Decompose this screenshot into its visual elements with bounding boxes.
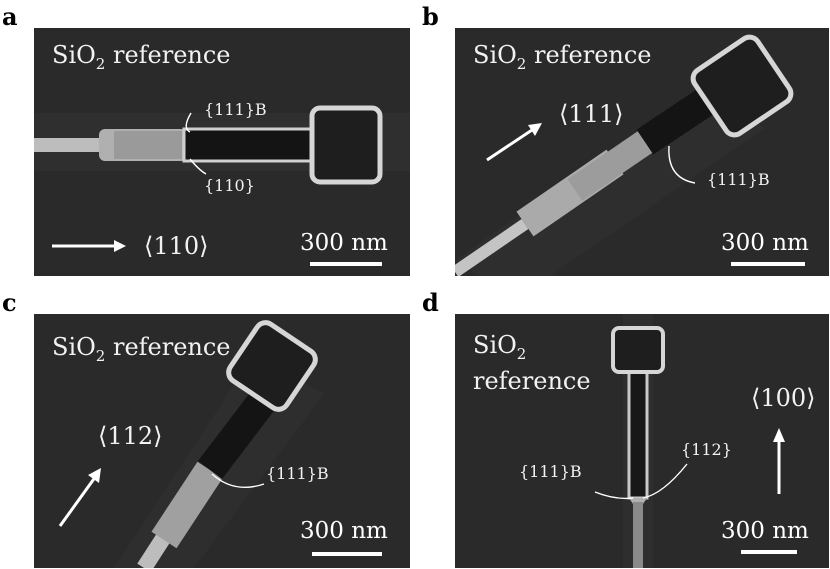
scale-bar-c <box>312 552 382 556</box>
sem-panel-b: SiO2 reference ⟨111⟩ {111}B 300 nm <box>455 28 829 276</box>
scale-bar-d <box>741 550 797 554</box>
panel-letter-a: a <box>2 2 18 31</box>
direction-label-c: ⟨112⟩ <box>98 422 163 450</box>
reference-label-c: SiO2 reference <box>52 333 231 365</box>
direction-label-a: ⟨110⟩ <box>144 232 209 260</box>
direction-label-d: ⟨100⟩ <box>751 384 816 412</box>
scale-text-c: 300 nm <box>300 518 388 544</box>
sem-panel-c: SiO2 reference ⟨112⟩ {111}B 300 nm <box>34 314 410 568</box>
sem-image-b <box>455 34 794 276</box>
panel-letter-b: b <box>422 2 439 31</box>
sem-image-d <box>594 314 785 568</box>
scale-text-d: 300 nm <box>721 518 809 544</box>
scale-text-a: 300 nm <box>300 230 388 256</box>
facet-label-d-112: {112} <box>681 440 732 459</box>
sem-panel-a: SiO2 reference {111}B {110} ⟨110⟩ 300 nm <box>34 28 410 276</box>
direction-label-b: ⟨111⟩ <box>559 100 624 128</box>
panel-letter-d: d <box>422 288 439 317</box>
facet-label-a-110: {110} <box>204 176 255 195</box>
facet-label-a-111b: {111}B <box>204 100 267 119</box>
reference-label-b: SiO2 reference <box>473 41 652 73</box>
facet-label-c-111b: {111}B <box>266 464 329 483</box>
sem-image-a <box>34 105 410 252</box>
panel-letter-c: c <box>2 288 17 317</box>
facet-label-d-111b: {111}B <box>519 462 582 481</box>
reference-label-a: SiO2 reference <box>52 41 231 73</box>
sem-image-c <box>58 320 324 568</box>
scale-bar-b <box>731 262 805 266</box>
scale-text-b: 300 nm <box>721 230 809 256</box>
scale-bar-a <box>310 262 382 266</box>
facet-label-b-111b: {111}B <box>707 170 770 189</box>
